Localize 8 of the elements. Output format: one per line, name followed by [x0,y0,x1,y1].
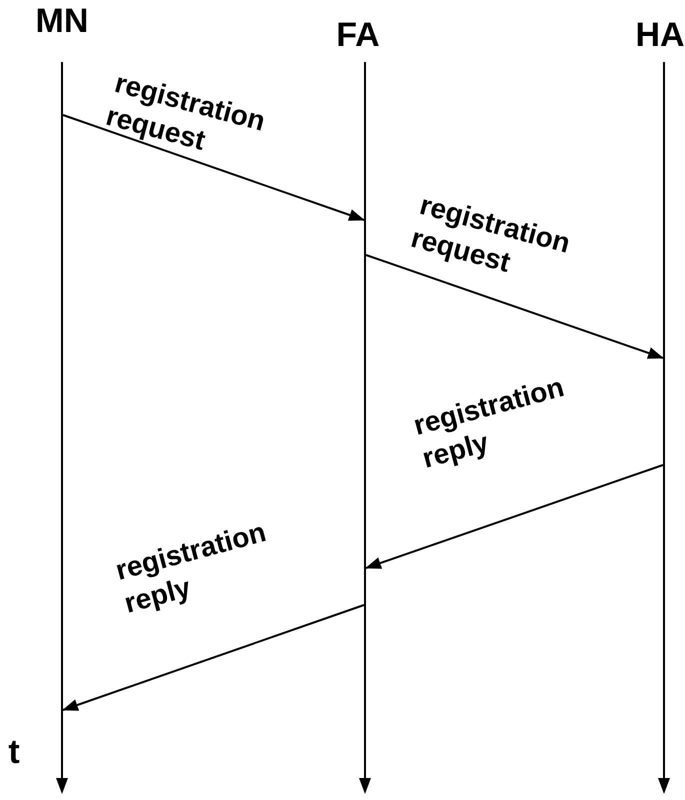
time-label: t [8,735,20,769]
lifeline-label: HA [635,18,685,52]
message-arrow [365,464,664,569]
message-arrow [366,254,664,359]
message-arrow [62,114,365,221]
message-arrow [62,604,364,711]
lifeline-label: MN [36,4,88,38]
lifeline-label: FA [336,18,380,52]
